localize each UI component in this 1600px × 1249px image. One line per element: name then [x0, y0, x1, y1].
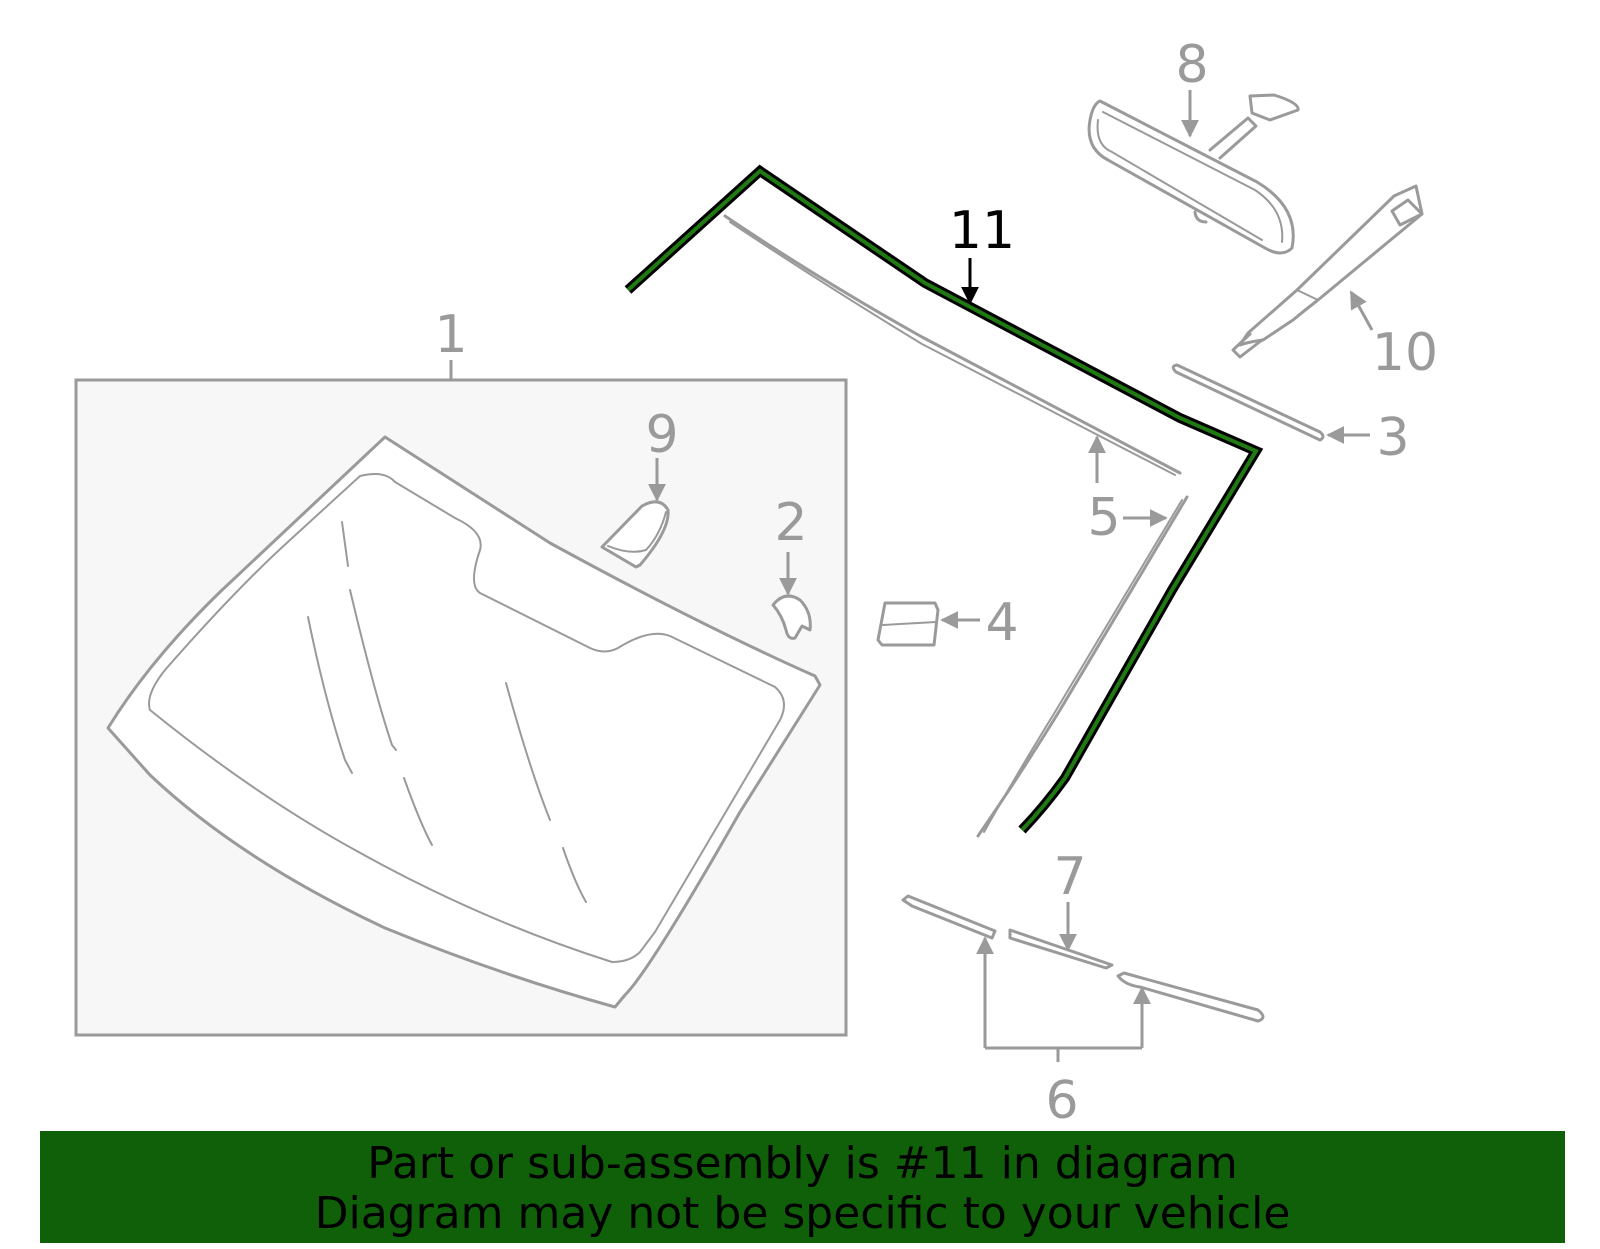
part-9-bracket	[600, 500, 670, 569]
part-5-upper-strip-inner	[729, 221, 1176, 476]
callout-4: 4	[985, 593, 1018, 653]
part-6-bracket	[985, 1046, 1142, 1062]
part-4-plate-group	[876, 601, 980, 647]
part-10-cover-group	[1231, 184, 1424, 359]
part-8-stem	[1208, 116, 1258, 160]
callout-2: 2	[774, 493, 807, 553]
callout-10: 10	[1372, 323, 1438, 383]
glass-line	[341, 521, 349, 567]
part-3-strip-group	[1171, 363, 1370, 444]
part-9-detail	[607, 511, 667, 553]
part-10-leader	[1349, 290, 1374, 331]
part-11-molding-group	[624, 164, 1264, 834]
part-8-mirror-group	[1087, 90, 1300, 255]
part-10-end	[1390, 198, 1424, 227]
part-2-clip	[771, 594, 812, 640]
glass-line	[562, 847, 587, 903]
callout-8: 8	[1175, 35, 1208, 95]
callout-5: 5	[1087, 488, 1120, 548]
callout-7: 7	[1053, 847, 1086, 907]
part-7-strip	[1008, 928, 1114, 970]
part-8-mirror	[1087, 99, 1295, 255]
glass-line	[349, 589, 397, 751]
part-8-bottom	[1193, 210, 1208, 224]
windshield-inner	[148, 473, 785, 964]
part-1-windshield-group	[74, 360, 848, 1037]
part-3-strip	[1171, 363, 1325, 442]
part-10-joint	[1296, 289, 1319, 301]
callout-11: 11	[949, 201, 1015, 261]
glass-line	[505, 682, 551, 821]
part-info-banner: Part or sub-assembly is #11 in diagram D…	[40, 1131, 1565, 1243]
glass-line	[403, 777, 433, 846]
part-4-detail	[882, 621, 937, 626]
glass-line	[307, 616, 353, 774]
part-10-tip	[1231, 332, 1264, 359]
part-11-molding	[626, 168, 1259, 832]
part-6-strip-right	[1116, 971, 1265, 1023]
banner-line-disclaimer: Diagram may not be specific to your vehi…	[314, 1188, 1291, 1239]
callout-1: 1	[434, 305, 467, 365]
callout-6: 6	[1045, 1071, 1078, 1131]
part-5-side-strip-inner	[983, 499, 1183, 833]
part-5-molding-group	[723, 214, 1189, 838]
banner-line-part: Part or sub-assembly is #11 in diagram	[367, 1138, 1238, 1189]
windshield-outer	[106, 435, 822, 1009]
part-6-strip-left	[901, 894, 997, 940]
callout-9: 9	[645, 405, 678, 465]
part-8-mirror-rim	[1096, 111, 1284, 243]
part-6-7-strips-group	[901, 894, 1265, 1062]
callout-3: 3	[1376, 408, 1409, 468]
part-5-upper-strip	[723, 214, 1182, 475]
part-5-side-strip	[976, 495, 1189, 838]
part-8-mount	[1248, 93, 1300, 122]
